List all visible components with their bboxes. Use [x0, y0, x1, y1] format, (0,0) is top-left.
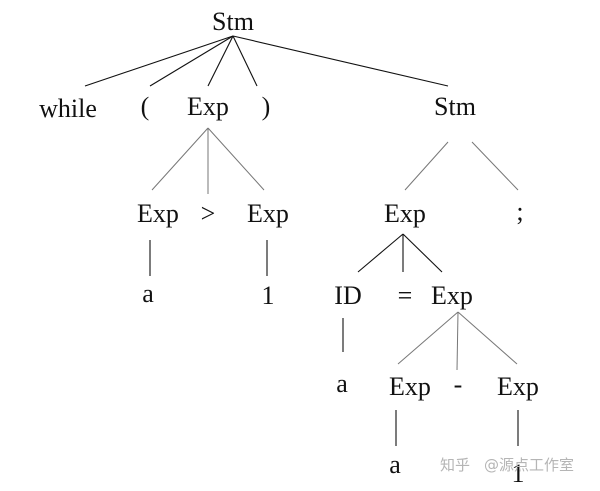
- node-assign-exp: Exp: [384, 199, 426, 228]
- node-cond-right-exp: Exp: [247, 199, 289, 228]
- node-body-stm: Stm: [434, 92, 476, 121]
- edge-sub-right: [457, 311, 518, 365]
- edge-cond-right: [207, 127, 265, 191]
- tree-edges: [84, 35, 519, 446]
- edge-root-exp: [207, 35, 234, 87]
- node-sub-operator: -: [454, 370, 463, 399]
- watermark: 知乎 @源点工作室: [440, 456, 574, 474]
- node-left-paren: (: [141, 92, 150, 121]
- node-assign-rhs-exp: Exp: [431, 281, 473, 310]
- edge-body-exp: [404, 141, 449, 191]
- tree-nodes: Stm while ( Exp ) Stm Exp > Exp a 1 Exp …: [39, 7, 539, 488]
- node-right-paren: ): [262, 92, 271, 121]
- edge-sub-op: [456, 311, 459, 371]
- node-sub-left-exp: Exp: [389, 372, 431, 401]
- edge-sub-left: [397, 311, 459, 365]
- node-cond-right-value: 1: [262, 281, 275, 310]
- edge-root-rparen: [232, 35, 258, 87]
- watermark-brand: 知乎: [440, 456, 470, 474]
- edge-cond-left: [151, 127, 209, 191]
- node-semicolon: ;: [516, 197, 523, 226]
- node-cond-left-value: a: [142, 279, 154, 308]
- edge-assign-id: [357, 233, 404, 273]
- node-cond-left-exp: Exp: [137, 199, 179, 228]
- node-assign-equals: =: [398, 281, 413, 310]
- edge-body-semicolon: [471, 141, 519, 191]
- edge-root-lparen: [149, 35, 234, 87]
- node-cond-exp: Exp: [187, 92, 229, 121]
- node-assign-id: ID: [334, 281, 361, 310]
- node-assign-id-value: a: [336, 369, 348, 398]
- node-cond-operator: >: [201, 199, 216, 228]
- node-sub-right-value: 1: [512, 459, 525, 488]
- watermark-handle: @源点工作室: [484, 456, 574, 474]
- edge-assign-rhs: [402, 233, 443, 273]
- edge-root-stm: [232, 35, 449, 87]
- node-sub-left-value: a: [389, 450, 401, 479]
- node-root-stm: Stm: [212, 7, 254, 36]
- node-sub-right-exp: Exp: [497, 372, 539, 401]
- node-while-keyword: while: [39, 94, 97, 123]
- edge-root-while: [84, 35, 234, 87]
